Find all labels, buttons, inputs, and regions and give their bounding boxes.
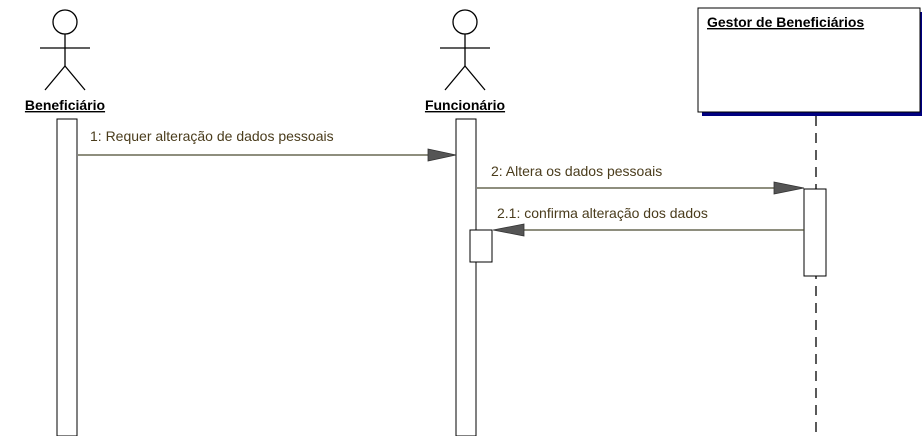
actor-label-beneficiario: Beneficiário: [25, 97, 105, 113]
actor-stick-figure-icon: [440, 9, 490, 91]
activation-bar-beneficiario: [56, 118, 78, 436]
arrow-head-icon: [427, 148, 457, 162]
actor-funcionario[interactable]: Funcionário: [425, 9, 505, 113]
object-label-gestor: Gestor de Beneficiários: [707, 14, 864, 30]
activation-bar-gestor: [803, 188, 827, 277]
activation-bar-funcionario: [455, 118, 477, 436]
message-label: 2: Altera os dados pessoais: [491, 163, 662, 179]
activation-bar-funcionario-nested: [469, 229, 493, 263]
message-3[interactable]: 2.1: confirma alteração dos dados: [492, 205, 804, 237]
message-1[interactable]: 1: Requer alteração de dados pessoais: [78, 128, 457, 162]
message-label: 2.1: confirma alteração dos dados: [497, 205, 708, 221]
actor-beneficiario[interactable]: Beneficiário: [25, 9, 105, 113]
message-label: 1: Requer alteração de dados pessoais: [90, 128, 334, 144]
message-2[interactable]: 2: Altera os dados pessoais: [477, 163, 805, 195]
actor-label-funcionario: Funcionário: [425, 97, 505, 113]
actor-stick-figure-icon: [40, 9, 90, 91]
arrow-head-icon: [773, 181, 805, 195]
arrow-head-icon: [492, 223, 525, 237]
object-gestor[interactable]: Gestor de Beneficiários: [697, 7, 922, 116]
object-box: [697, 7, 921, 113]
